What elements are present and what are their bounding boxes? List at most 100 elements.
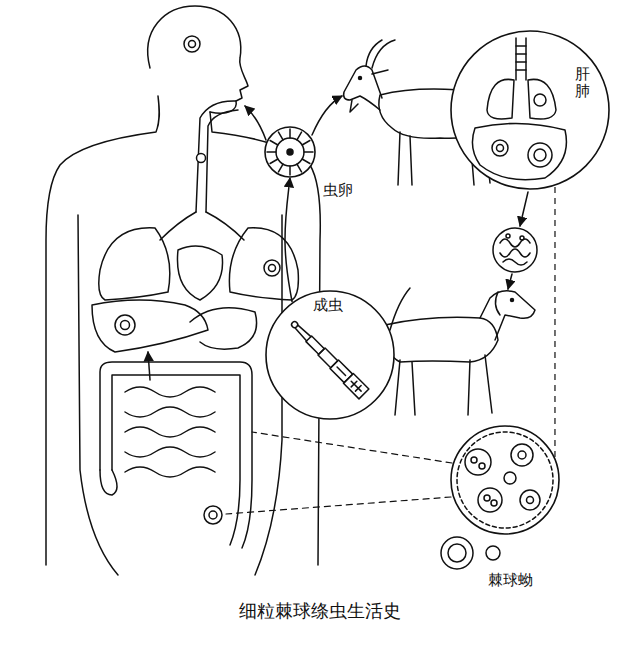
organ-inset bbox=[451, 31, 609, 189]
airway bbox=[160, 212, 196, 240]
organ-inset bbox=[492, 140, 508, 156]
goat bbox=[372, 70, 388, 74]
circle-outline-layer bbox=[450, 425, 560, 535]
circle-node: 虫卵 bbox=[264, 126, 316, 178]
dog bbox=[390, 288, 410, 330]
human-figure bbox=[148, 6, 248, 113]
circle-node: 棘球蚴 bbox=[450, 425, 560, 535]
hydatid-cyst-inset bbox=[486, 546, 500, 560]
organ bbox=[190, 308, 257, 349]
organ bbox=[92, 300, 208, 352]
circle-outline-layer bbox=[264, 126, 316, 178]
dog bbox=[480, 291, 535, 340]
egg-inset bbox=[276, 138, 304, 166]
organ-inset bbox=[487, 79, 514, 119]
life-cycle-illustration bbox=[46, 6, 609, 575]
organ bbox=[100, 362, 252, 548]
human-cyst bbox=[264, 260, 280, 276]
connector bbox=[554, 186, 555, 457]
circle-outline bbox=[451, 31, 609, 189]
organ-inset bbox=[451, 31, 609, 189]
organ-inset bbox=[528, 79, 556, 119]
human-cyst bbox=[189, 41, 196, 48]
airway bbox=[206, 110, 238, 212]
organ-inset bbox=[472, 123, 566, 179]
node-label: 肝肺 bbox=[575, 66, 590, 99]
cycle-arrow bbox=[312, 96, 342, 135]
hydatid-cyst-inset bbox=[441, 426, 559, 569]
organ-inset bbox=[516, 46, 526, 70]
human-figure bbox=[210, 112, 320, 565]
hydatid-cyst-inset bbox=[441, 537, 473, 569]
circle-node: 肝肺 bbox=[450, 30, 610, 190]
leader-line bbox=[226, 432, 452, 514]
small-cyst bbox=[493, 228, 537, 272]
circle-outline bbox=[266, 291, 394, 419]
caption-slot: 细粒棘球绦虫生活史 bbox=[0, 600, 640, 622]
dog bbox=[511, 299, 514, 302]
organ-inset bbox=[534, 149, 546, 161]
connector bbox=[285, 178, 292, 302]
circle-node: 成虫 bbox=[265, 290, 395, 420]
dog bbox=[385, 317, 498, 362]
node-label: 成虫 bbox=[313, 296, 343, 314]
organ-inset bbox=[516, 38, 526, 80]
human-cyst bbox=[269, 265, 276, 272]
node-label: 棘球蚴 bbox=[488, 571, 533, 589]
dog bbox=[395, 355, 492, 415]
hydatid-cyst-inset bbox=[479, 463, 485, 469]
organ bbox=[92, 228, 298, 548]
label-slot: 肝肺 bbox=[575, 66, 590, 99]
hydatid-cyst-inset bbox=[457, 432, 553, 528]
circle-outline bbox=[451, 426, 559, 534]
small-cyst bbox=[493, 228, 537, 272]
hydatid-cyst-inset bbox=[504, 472, 516, 484]
label-slot: 虫卵 bbox=[323, 181, 353, 199]
human-cyst bbox=[121, 321, 130, 330]
organ bbox=[177, 246, 222, 300]
leader-line bbox=[226, 497, 451, 514]
hydatid-cyst-inset bbox=[465, 449, 491, 475]
label-slot: 棘球蚴 bbox=[488, 571, 533, 589]
node-label: 虫卵 bbox=[323, 181, 353, 199]
label-slot: 成虫 bbox=[313, 296, 343, 314]
hydatid-cyst-inset bbox=[491, 500, 497, 506]
human-cyst bbox=[115, 36, 280, 524]
egg-inset bbox=[267, 129, 313, 175]
dog bbox=[385, 288, 535, 415]
caption: 细粒棘球绦虫生活史 bbox=[239, 600, 401, 622]
organ-inset bbox=[497, 145, 504, 152]
egg-inset bbox=[265, 127, 315, 177]
organ bbox=[148, 352, 150, 380]
hydatid-cyst-inset bbox=[478, 488, 502, 512]
hydatid-cyst-inset bbox=[471, 457, 477, 463]
adult-worm-inset bbox=[266, 291, 394, 419]
human-cyst bbox=[209, 511, 217, 519]
organ bbox=[229, 228, 298, 300]
human-cyst bbox=[204, 506, 222, 524]
hydatid-cyst-inset bbox=[520, 490, 540, 510]
egg-inset bbox=[265, 127, 315, 177]
organ bbox=[100, 470, 117, 495]
hydatid-cyst-inset bbox=[527, 497, 534, 504]
adult-worm-inset bbox=[266, 291, 394, 419]
airway bbox=[160, 101, 244, 240]
cycle-arrow bbox=[508, 274, 512, 289]
adult-worm-inset bbox=[288, 318, 369, 399]
organ-inset bbox=[534, 94, 546, 106]
airway bbox=[196, 101, 236, 212]
cycle-arrow bbox=[245, 106, 266, 140]
airway bbox=[206, 212, 244, 240]
small-cyst bbox=[520, 236, 524, 240]
human-figure bbox=[46, 96, 159, 565]
organ bbox=[125, 387, 215, 477]
small-cyst bbox=[506, 234, 510, 238]
circle-outline-layer bbox=[450, 30, 610, 190]
human-figure bbox=[46, 6, 320, 575]
adult-worm-inset bbox=[334, 364, 364, 394]
adult-worm-inset bbox=[318, 348, 338, 368]
human-figure bbox=[255, 215, 282, 575]
hydatid-cyst-inset bbox=[484, 495, 490, 501]
